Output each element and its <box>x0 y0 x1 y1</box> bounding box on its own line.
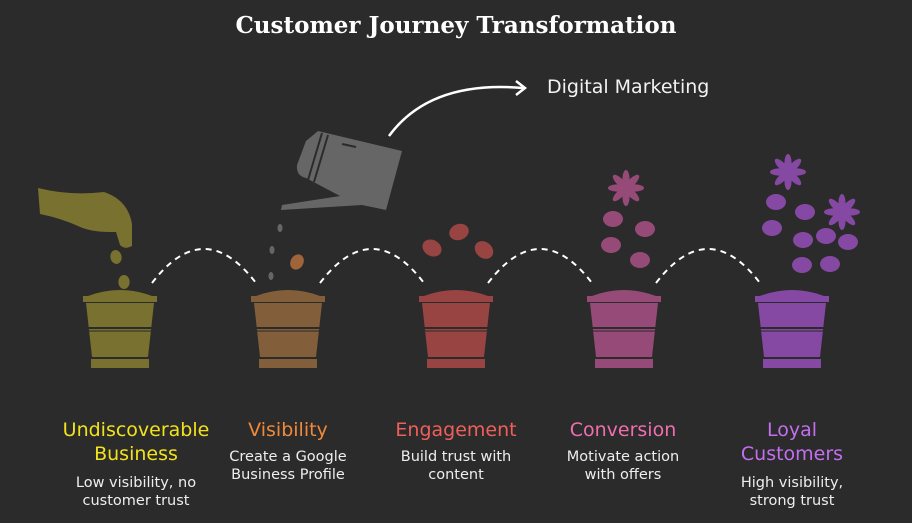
leaf-icon <box>449 223 469 241</box>
flower-pot-icon <box>251 290 325 368</box>
stage-description: Motivate action with offers <box>566 449 680 483</box>
flower-pot-icon <box>755 290 829 368</box>
stage-heading: Engagement <box>395 419 517 441</box>
pots <box>83 290 829 368</box>
leaf-icon <box>838 234 858 250</box>
flower-pot-icon <box>419 290 493 368</box>
flower-icon <box>824 194 860 230</box>
curved-arrow-icon <box>387 85 524 137</box>
leaf-icon <box>766 194 786 210</box>
leaf-icon <box>795 204 815 220</box>
leaf-icon <box>110 250 122 264</box>
dashed-arc-connector <box>151 248 257 284</box>
stage-description: Low visibility, no customer trust <box>75 475 197 509</box>
leaf-icon <box>762 220 782 236</box>
watering-can-icon <box>281 131 402 210</box>
stage-description: High visibility, strong trust <box>740 475 844 509</box>
leaf-icon <box>816 228 836 244</box>
dashed-arc-connector <box>655 248 761 284</box>
leaf-icon <box>603 211 623 227</box>
water-drop-icon <box>268 272 274 280</box>
stage-description: Create a Google Business Profile <box>229 449 347 483</box>
connectors <box>151 248 761 284</box>
stage-heading: Undiscoverable Business <box>62 419 210 465</box>
water-drop-icon <box>277 224 283 232</box>
hand-icon <box>38 188 132 248</box>
leaf-icon <box>474 241 494 259</box>
digital-marketing-label: Digital Marketing <box>547 76 710 98</box>
dashed-arc-connector <box>487 248 593 284</box>
diagram-title: Customer Journey Transformation <box>235 12 677 39</box>
water-drop-icon <box>269 246 275 254</box>
leaf-icon <box>820 256 840 272</box>
stage-heading: Loyal Customers <box>740 419 844 465</box>
dashed-arc-connector <box>319 248 425 284</box>
stage-heading: Conversion <box>569 419 677 441</box>
flower-icon <box>608 170 644 206</box>
leaf-icon <box>290 254 304 270</box>
plants <box>110 154 860 289</box>
leaf-icon <box>601 237 621 253</box>
flower-pot-icon <box>587 290 661 368</box>
flower-icon <box>770 154 806 190</box>
leaf-icon <box>118 275 130 289</box>
stage-description: Build trust with content <box>400 449 512 483</box>
leaf-icon <box>630 252 650 268</box>
leaf-icon <box>792 257 812 273</box>
leaf-icon <box>635 221 655 237</box>
arrowhead-icon <box>515 80 528 96</box>
leaf-icon <box>793 232 813 248</box>
leaf-icon <box>422 239 442 257</box>
stage-heading: Visibility <box>248 419 328 441</box>
flower-pot-icon <box>83 290 157 368</box>
